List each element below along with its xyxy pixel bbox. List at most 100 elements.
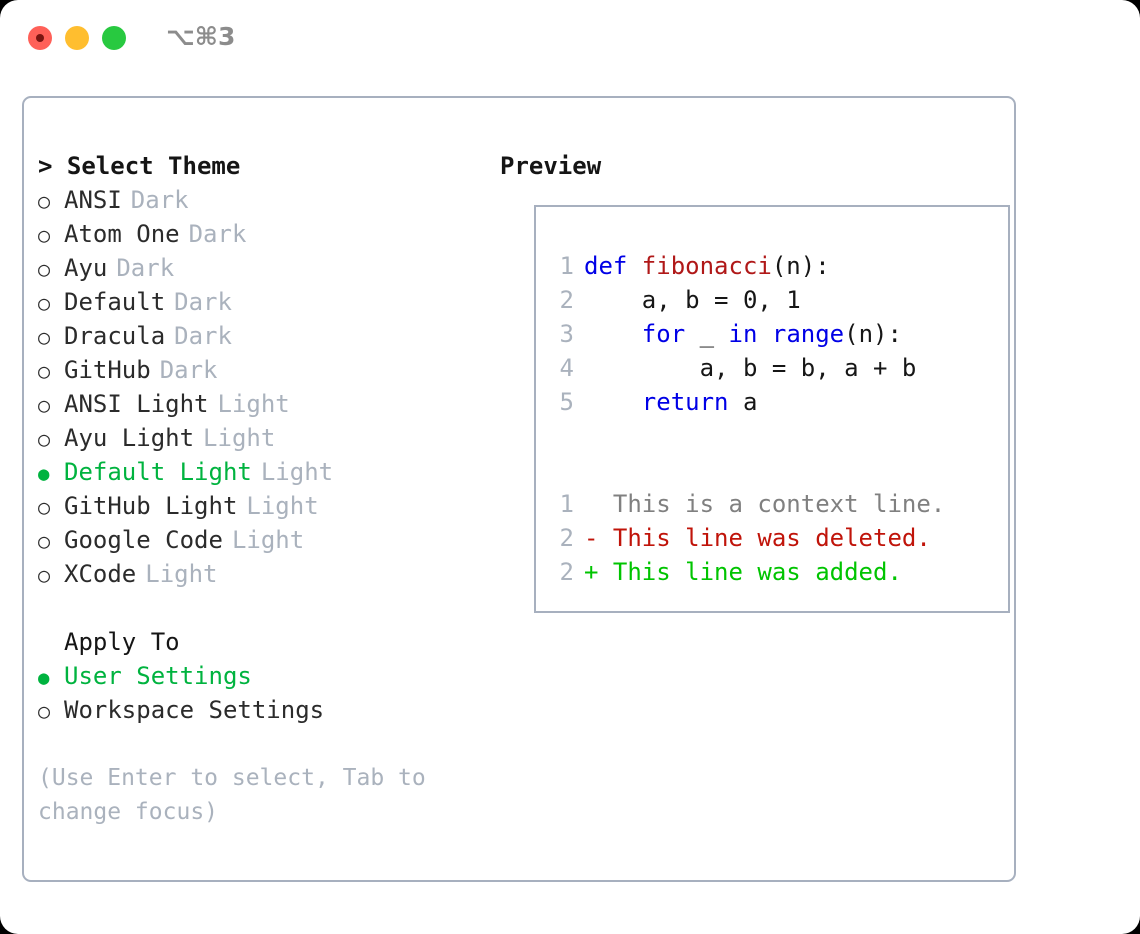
apply-to-item[interactable]: ● User Settings [38,659,488,693]
radio-unselected-icon[interactable]: ○ [38,529,51,553]
radio-unselected-icon[interactable]: ○ [38,189,51,213]
select-theme-heading: > Select Theme [38,152,241,180]
apply-to-heading: Apply To [64,628,180,656]
line-number: 1 [559,490,574,518]
theme-name-label: Ayu Light [64,424,195,452]
diff-lines: 1 This is a context line.2- This line wa… [550,487,1002,589]
radio-unselected-icon[interactable]: ○ [38,325,51,349]
code-token-kw: def [584,252,642,280]
apply-to-item[interactable]: ○ Workspace Settings [38,693,488,727]
theme-variant-label: Light [260,458,334,486]
theme-name-label: ANSI [64,186,122,214]
diff-marker: - [584,524,599,552]
maximize-button[interactable] [102,26,126,50]
radio-unselected-icon[interactable]: ○ [38,393,51,417]
line-number: 2 [559,524,574,552]
theme-list-item[interactable]: ○ Default Dark [38,285,488,319]
code-text: return a [584,385,758,419]
theme-list-item[interactable]: ○ Ayu Light Light [38,421,488,455]
radio-unselected-icon[interactable]: ○ [38,223,51,247]
code-gap-2 [550,453,1002,487]
code-text: for _ in range(n): [584,317,902,351]
code-token-kw: range [771,320,845,348]
line-number: 2 [559,558,574,586]
radio-selected-icon[interactable]: ● [38,463,50,485]
theme-variant-label: Light [217,390,290,418]
theme-list-item[interactable]: ○ Ayu Dark [38,251,488,285]
diff-line: 2- This line was deleted. [550,521,1002,555]
close-button[interactable] [28,26,52,50]
theme-variant-label: Dark [159,356,218,384]
theme-name-label: Google Code [64,526,223,554]
theme-name-label: Ayu [64,254,108,282]
code-token-plain [584,320,642,348]
theme-name-label: GitHub Light [64,492,238,520]
radio-unselected-icon[interactable]: ○ [38,291,51,315]
keyboard-hint-text: (Use Enter to select, Tab to change focu… [38,765,440,825]
radio-unselected-icon[interactable]: ○ [38,495,51,519]
theme-variant-label: Dark [188,220,247,248]
code-text: def fibonacci(n): [584,249,830,283]
line-number: 4 [559,354,574,382]
diff-line: 1 This is a context line. [550,487,1002,521]
line-number: 1 [559,252,574,280]
radio-selected-icon[interactable]: ● [38,667,50,689]
theme-variant-label: Dark [116,254,175,282]
code-token-plain [757,320,771,348]
apply-to-list[interactable]: ● User Settings ○ Workspace Settings [38,659,488,727]
theme-name-label: GitHub [64,356,151,384]
code-line: 5 return a [550,385,1002,419]
code-line: 4 a, b = b, a + b [550,351,1002,385]
radio-unselected-icon[interactable]: ○ [38,427,51,451]
theme-variant-label: Dark [174,322,232,350]
code-token-kw: return [641,388,729,416]
code-token-plain: a, b = b, a + b [584,354,917,382]
code-gap [550,419,1002,453]
theme-variant-label: Light [203,424,276,452]
diff-marker [584,487,598,521]
theme-list-item[interactable]: ○ GitHub Dark [38,353,488,387]
code-token-kw: in [728,320,758,348]
window-controls [28,26,126,50]
diff-text: This is a context line. [598,490,946,518]
apply-to-label: Workspace Settings [64,696,325,724]
diff-text: This line was added. [598,558,902,586]
radio-unselected-icon[interactable]: ○ [38,359,51,383]
theme-name-label: Default [64,288,166,316]
theme-variant-label: Dark [174,288,232,316]
preview-heading: Preview [500,152,602,180]
code-text: a, b = 0, 1 [584,283,801,317]
minimize-button[interactable] [65,26,89,50]
code-token-kw: for [641,320,686,348]
code-token-plain: (n): [771,252,830,280]
line-number: 2 [559,286,574,314]
diff-marker: + [584,558,599,586]
radio-unselected-icon[interactable]: ○ [38,563,51,587]
code-token-fn: fibonacci [641,252,772,280]
theme-list-item[interactable]: ○ Google Code Light [38,523,488,557]
apply-to-label: User Settings [64,662,252,690]
diff-line: 2 + This line was added. [550,555,1002,589]
keyboard-shortcut-label: ⌥⌘3 [166,22,236,51]
radio-unselected-icon[interactable]: ○ [38,699,51,723]
code-token-plain: a [728,388,758,416]
code-text: a, b = b, a + b [584,351,917,385]
theme-variant-label: Light [145,560,218,588]
radio-unselected-icon[interactable]: ○ [38,257,51,281]
theme-variant-label: Light [231,526,305,554]
code-line: 1 def fibonacci(n): [550,249,1002,283]
